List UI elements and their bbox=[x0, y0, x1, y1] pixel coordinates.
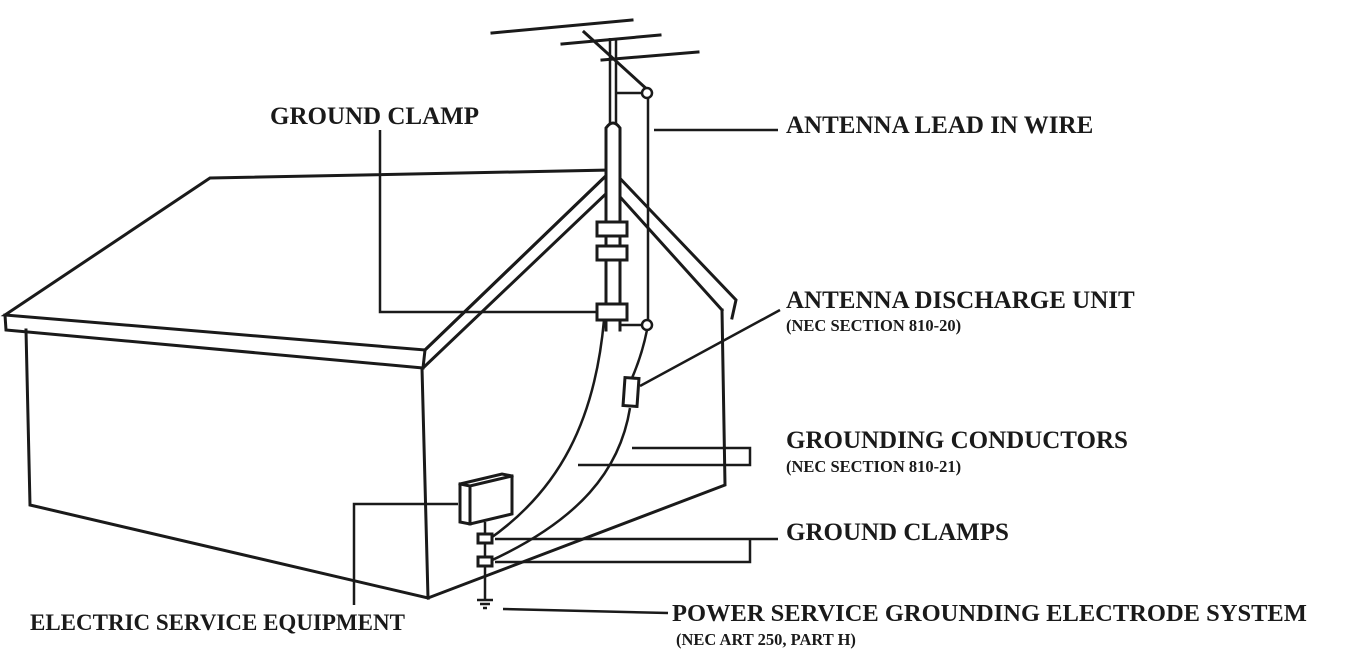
grounding-conductor-discharge bbox=[487, 407, 632, 564]
leader-ground-clamps bbox=[495, 537, 778, 564]
label-antenna-discharge-unit: ANTENNA DISCHARGE UNIT bbox=[786, 287, 1135, 314]
label-ground-clamp: GROUND CLAMP bbox=[270, 103, 479, 130]
antenna-element-1 bbox=[490, 18, 634, 35]
electric-service-box-edge bbox=[458, 474, 514, 526]
leader-discharge-unit bbox=[639, 308, 781, 388]
mast-mount-clamp-1 bbox=[595, 220, 629, 238]
label-power-service-grounding: POWER SERVICE GROUNDING ELECTRODE SYSTEM bbox=[672, 600, 1307, 627]
label-ground-clamps: GROUND CLAMPS bbox=[786, 519, 1009, 546]
label-antenna-discharge-unit-ref: (NEC SECTION 810-20) bbox=[786, 316, 961, 335]
house-roof-edge bbox=[3, 313, 427, 370]
label-antenna-lead-in-wire: ANTENNA LEAD IN WIRE bbox=[786, 112, 1093, 139]
label-grounding-conductors: GROUNDING CONDUCTORS bbox=[786, 427, 1128, 454]
lead-in-to-discharge bbox=[630, 329, 649, 379]
leader-power-service bbox=[502, 607, 669, 615]
gable-trim-outer bbox=[422, 167, 738, 353]
lead-in-insulator-bottom bbox=[640, 318, 654, 332]
antenna bbox=[490, 18, 700, 409]
mast-ground-clamp bbox=[595, 302, 629, 322]
grounding-conductors bbox=[487, 319, 632, 564]
labels: GROUND CLAMP ANTENNA LEAD IN WIRE ANTENN… bbox=[30, 103, 1307, 649]
service-ground-clamp-1 bbox=[476, 532, 494, 545]
leader-electric-service bbox=[352, 502, 458, 605]
label-electric-service-equipment: ELECTRIC SERVICE EQUIPMENT bbox=[30, 610, 405, 635]
grounding-conductor-mast bbox=[487, 319, 606, 542]
lead-in-insulator-top bbox=[640, 86, 654, 100]
house-gable-wall bbox=[426, 308, 727, 600]
mast-mount-clamp-2 bbox=[595, 244, 629, 262]
antenna-discharge-unit-box bbox=[621, 375, 641, 409]
label-power-service-grounding-ref: (NEC ART 250, PART H) bbox=[676, 630, 856, 649]
leader-grounding-conductors bbox=[578, 446, 752, 467]
house bbox=[0, 167, 738, 600]
house-roof bbox=[0, 168, 616, 352]
label-grounding-conductors-ref: (NEC SECTION 810-21) bbox=[786, 457, 961, 476]
electric-service bbox=[458, 472, 514, 610]
antenna-element-3 bbox=[600, 50, 700, 62]
leader-ground-clamp bbox=[378, 130, 598, 314]
service-ground-clamp-2 bbox=[476, 555, 494, 568]
leader-lines bbox=[352, 128, 781, 615]
house-side-wall bbox=[24, 328, 430, 600]
